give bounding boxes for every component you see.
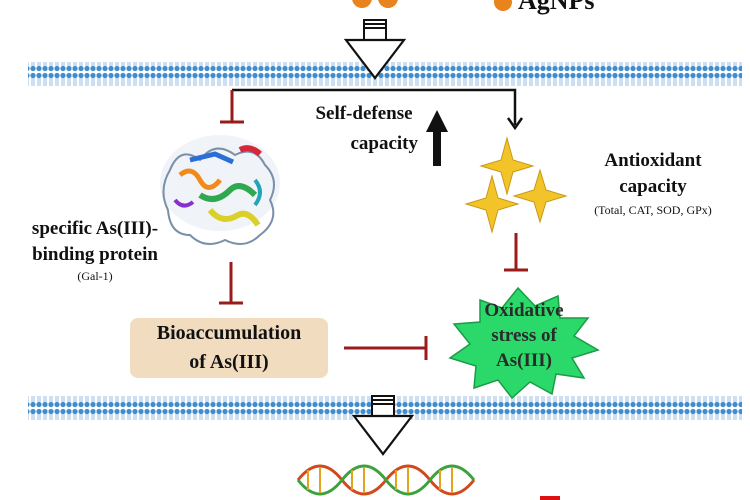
protein-line2: binding protein bbox=[32, 243, 158, 265]
protein-line1: specific As(III)- bbox=[31, 218, 159, 239]
inhibit-to-bioaccumulation bbox=[219, 262, 243, 305]
inhibit-bioacc-to-oxidative bbox=[344, 336, 428, 360]
inhibit-to-oxidative bbox=[504, 233, 528, 272]
branch-connector bbox=[232, 88, 524, 131]
protein-detail: (Gal-1) bbox=[77, 268, 113, 283]
antioxidant-line1: Antioxidant bbox=[604, 150, 702, 171]
oxidative-line1: Oxidative bbox=[484, 300, 564, 321]
protein-label: specific As(III)- binding protein (Gal-1… bbox=[10, 218, 180, 283]
bioaccumulation-line1: Bioaccumulation bbox=[156, 322, 302, 344]
antioxidant-label: Antioxidant capacity (Total, CAT, SOD, G… bbox=[568, 150, 738, 217]
inhibit-to-protein bbox=[220, 90, 244, 124]
self-defense-label: Self-defense capacity bbox=[300, 103, 428, 155]
bioaccumulation-label: Bioaccumulation of As(III) bbox=[130, 322, 328, 374]
oxidative-line2: stress of bbox=[491, 324, 557, 346]
up-arrow-icon bbox=[426, 110, 448, 166]
protein-structure-image bbox=[160, 135, 280, 245]
dna-helix-image bbox=[296, 464, 476, 496]
oxidative-line3: As(III) bbox=[496, 349, 552, 371]
self-defense-line1: Self-defense bbox=[315, 103, 413, 124]
oxidative-label: Oxidative stress of As(III) bbox=[450, 300, 598, 372]
antioxidant-stars-icon bbox=[464, 136, 568, 234]
bioaccumulation-box bbox=[130, 318, 328, 378]
entry-arrow-top bbox=[343, 19, 407, 80]
self-defense-line2: capacity bbox=[350, 132, 418, 154]
oxidative-stress-burst bbox=[448, 286, 600, 400]
entry-arrow-bottom bbox=[351, 395, 415, 456]
antioxidant-detail: (Total, CAT, SOD, GPx) bbox=[594, 202, 712, 217]
antioxidant-line2: capacity bbox=[619, 175, 687, 197]
bioaccumulation-line2: of As(III) bbox=[189, 351, 269, 373]
agnp-particles bbox=[352, 0, 512, 11]
agnps-label: AgNPs bbox=[518, 0, 595, 15]
